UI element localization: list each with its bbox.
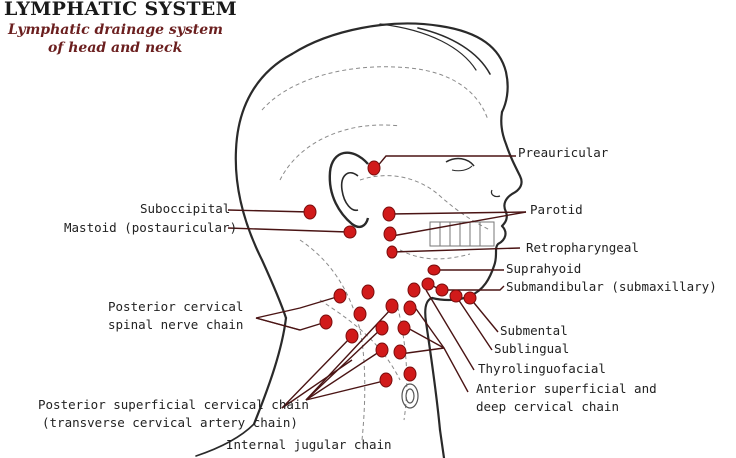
head-outline	[195, 22, 523, 458]
jugular-node-2	[375, 320, 389, 336]
submental-node	[463, 291, 477, 305]
retropharyngeal-node	[386, 245, 398, 259]
label-submandibular: Submandibular (submaxillary)	[506, 279, 717, 294]
teeth-detail	[429, 221, 495, 247]
jugular-node-3	[375, 342, 389, 358]
label-sublingual: Sublingual	[494, 341, 570, 356]
label-preauricular: Preauricular	[518, 145, 609, 160]
anterior-node-3	[397, 320, 411, 336]
mastoid-node	[343, 225, 357, 239]
label-submental: Submental	[500, 323, 568, 338]
anterior-node-5	[403, 366, 417, 382]
posterior-superficial-node-2	[353, 306, 367, 322]
label-suprahyoid: Suprahyoid	[506, 261, 582, 276]
jugular-node-1	[385, 298, 399, 314]
lymph-nodes	[303, 160, 477, 388]
submandibular-node-1	[421, 277, 435, 291]
label-posterior-spinal-line1: Posterior cervical	[108, 299, 244, 314]
page-title: LYMPHATIC SYSTEM	[4, 0, 237, 20]
ear-outline	[328, 151, 370, 229]
page-subtitle-line2: of head and neck	[48, 40, 183, 56]
submandibular-node-3	[449, 289, 463, 303]
preauricular-node	[367, 160, 381, 176]
posterior-spinal-node-1	[333, 288, 347, 304]
label-anterior-line2: deep cervical chain	[476, 399, 619, 414]
anterior-node-2	[403, 300, 417, 316]
anterior-node-1	[407, 282, 421, 298]
posterior-superficial-node-1	[361, 284, 375, 300]
suprahyoid-node	[427, 264, 441, 276]
suboccipital-node	[303, 204, 317, 220]
leader-lines	[227, 155, 527, 409]
anterior-node-4	[393, 344, 407, 360]
label-anterior-line1: Anterior superficial and	[476, 381, 657, 396]
parotid-node-lower	[383, 226, 397, 242]
label-suboccipital: Suboccipital	[140, 201, 231, 216]
label-internal-jugular: Internal jugular chain	[226, 437, 392, 452]
label-posterior-superficial-line2: (transverse cervical artery chain)	[42, 415, 298, 430]
posterior-superficial-node-3	[345, 328, 359, 344]
page-subtitle-line1: Lymphatic drainage system	[8, 22, 223, 38]
label-mastoid: Mastoid (postauricular)	[64, 220, 238, 235]
label-thyrolinguofacial: Thyrolinguofacial	[478, 361, 606, 376]
parotid-node-upper	[382, 206, 396, 222]
posterior-spinal-node-2	[319, 314, 333, 330]
skull-detail	[261, 66, 491, 441]
submandibular-node-2	[435, 283, 449, 297]
label-parotid: Parotid	[530, 202, 583, 217]
face-detail	[445, 157, 501, 198]
label-retropharyngeal: Retropharyngeal	[526, 240, 639, 255]
label-posterior-superficial-line1: Posterior superficial cervical chain	[38, 397, 309, 412]
trachea-detail	[401, 383, 419, 409]
jugular-node-4	[379, 372, 393, 388]
label-posterior-spinal-line2: spinal nerve chain	[108, 317, 244, 332]
